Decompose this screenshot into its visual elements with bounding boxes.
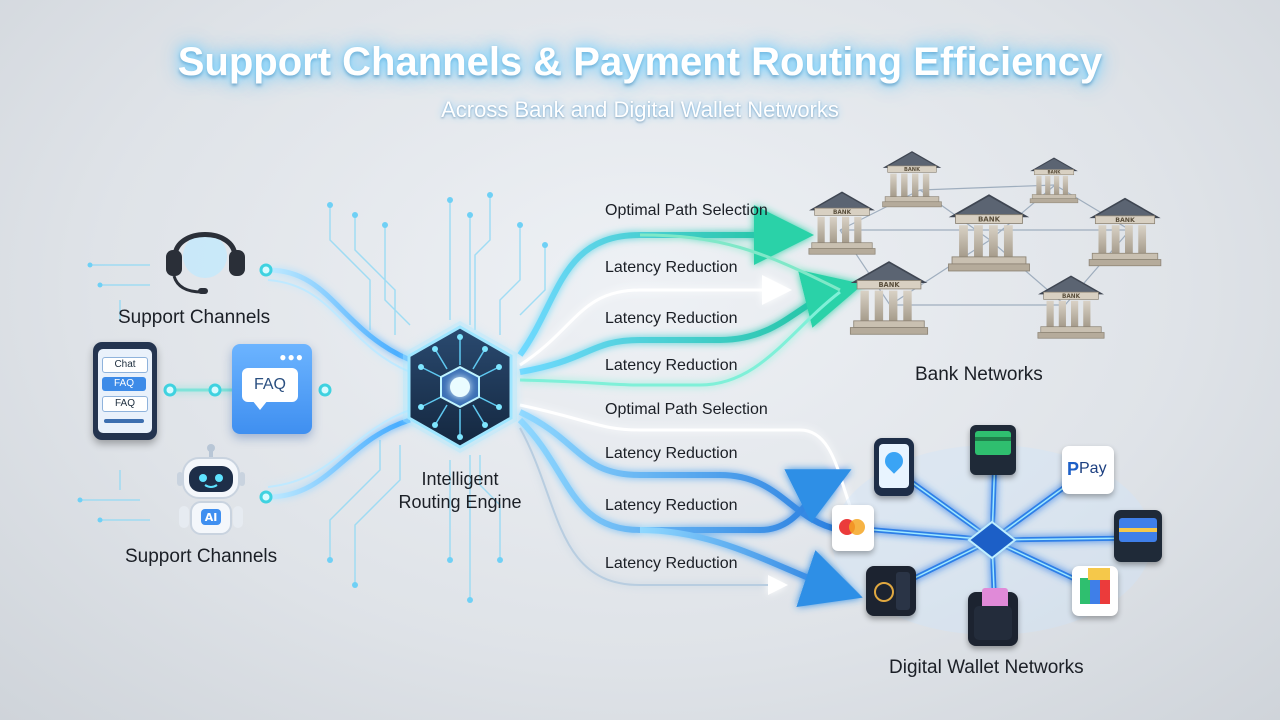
pay-wallet-icon: P Pay [1062,446,1114,494]
phone-item-faq: FAQ [102,377,146,391]
phone-item-faq-2: FAQ [102,396,148,412]
bank-building-icon: BANK [808,191,876,255]
bank-building-icon: BANK [1037,275,1105,339]
bank-building-icon: BANK [882,151,942,208]
path-label-4: Latency Reduction [605,357,738,374]
bank-building-icon: BANK [849,261,929,335]
path-label-7: Latency Reduction [605,497,738,514]
inbound-dots [163,263,332,504]
page-subtitle: Across Bank and Digital Wallet Networks [441,97,839,122]
bank-sign: BANK [878,281,900,289]
bank-sign: BANK [833,210,852,216]
black-wallet-icon [866,566,916,616]
circuit-nodes [77,192,548,603]
card-brand-icon [832,505,874,551]
digital-wallet-networks-label: Digital Wallet Networks [889,657,1084,678]
bank-sign: BANK [904,167,921,173]
bank-sign: BANK [978,215,1001,224]
map-pin-app-icon [874,438,914,496]
bank-networks-label: Bank Networks [915,364,1043,385]
support-channels-bottom-label: Support Channels [125,546,278,567]
routing-engine-label-line1: Intelligent [421,469,499,489]
bank-sign: BANK [1062,294,1081,300]
wallet-flows [517,403,863,608]
path-label-3: Latency Reduction [605,310,738,327]
blue-card-wallet-icon [1114,510,1162,562]
support-channels-top-label: Support Channels [118,307,271,328]
path-label-2: Latency Reduction [605,259,738,276]
routing-engine-label-line2: Routing Engine [398,492,522,512]
bank-flows [517,205,864,387]
headset-icon [166,232,245,294]
routing-engine-icon [403,321,517,453]
faq-dots: ●●● [279,350,304,364]
path-label-5: Optimal Path Selection [605,401,768,418]
bank-sign: BANK [1047,170,1061,175]
ai-badge: AI [205,511,218,524]
faq-bubble-tail [252,400,268,410]
pay-p-glyph: P [1067,459,1080,479]
circuit-traces [80,195,546,600]
green-card-icon [970,425,1016,475]
routing-engine-label: Intelligent Routing Engine [370,468,550,514]
bank-building-icon: BANK [1029,157,1079,204]
bank-building-icon: BANK [948,194,1030,272]
faq-bubble: ●●● FAQ [232,344,312,434]
bank-sign: BANK [1115,217,1135,224]
page-title: Support Channels & Payment Routing Effic… [177,40,1103,84]
support-phone: Chat FAQ FAQ [93,342,157,440]
ai-robot-icon: AI [177,444,245,535]
path-label-8: Latency Reduction [605,555,738,572]
faq-bubble-label: FAQ [242,368,298,402]
bank-building-icon: BANK [1088,197,1162,267]
path-label-6: Latency Reduction [605,445,738,462]
pay-logo-text: Pay [1079,460,1107,477]
purple-wallet-icon [968,588,1018,646]
colorful-wallet-icon [1072,566,1118,616]
inbound-flows [170,267,411,500]
path-label-1: Optimal Path Selection [605,202,768,219]
phone-divider [104,419,144,423]
phone-item-chat: Chat [102,357,148,373]
